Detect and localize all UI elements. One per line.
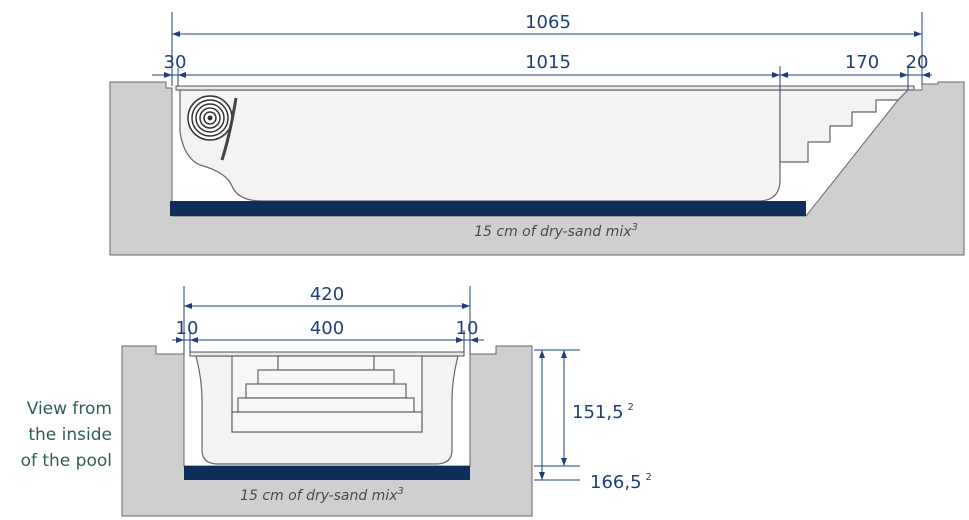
bottom-sand-caption: 15 cm of dry-sand mix3 xyxy=(240,486,404,504)
bottom-dimension-lines xyxy=(172,286,580,481)
dim-pool-length: 1015 xyxy=(525,52,571,73)
view-from-inside-label: View from the inside of the pool xyxy=(0,396,112,474)
top-ground xyxy=(109,81,965,256)
top-pool-shell xyxy=(179,89,781,202)
bottom-sand-base xyxy=(184,466,470,480)
dim-overall-width: 420 xyxy=(310,284,344,305)
bottom-dimension-arrows xyxy=(176,303,567,480)
bottom-coping-rim xyxy=(189,351,465,357)
top-stairs xyxy=(779,89,910,163)
top-sand-caption: 15 cm of dry-sand mix3 xyxy=(474,222,638,240)
dim-stairs-length: 170 xyxy=(845,52,879,73)
cover-reel-icon xyxy=(187,95,238,161)
dim-overall-length: 1065 xyxy=(525,12,571,33)
dim-right-edge-bottom: 10 xyxy=(456,318,479,339)
dim-right-edge-top: 20 xyxy=(906,52,929,73)
top-sand-base xyxy=(170,201,806,216)
side-label-line-3: of the pool xyxy=(20,451,112,471)
dim-left-edge-top: 30 xyxy=(164,52,187,73)
dim-left-edge-bottom: 10 xyxy=(176,318,199,339)
top-section-view: 15 cm of dry-sand mix3 1065 30 1015 170 … xyxy=(109,12,965,256)
top-dimension-arrows xyxy=(164,31,930,78)
side-label-line-1: View from xyxy=(26,399,112,419)
bottom-section-view: 15 cm of dry-sand mix3 420 10 400 10 151… xyxy=(121,284,652,517)
dim-pool-width: 400 xyxy=(310,318,344,339)
side-label-line-2: the inside xyxy=(28,425,112,445)
top-coping-rim xyxy=(175,85,915,91)
bottom-stairs xyxy=(231,355,423,433)
